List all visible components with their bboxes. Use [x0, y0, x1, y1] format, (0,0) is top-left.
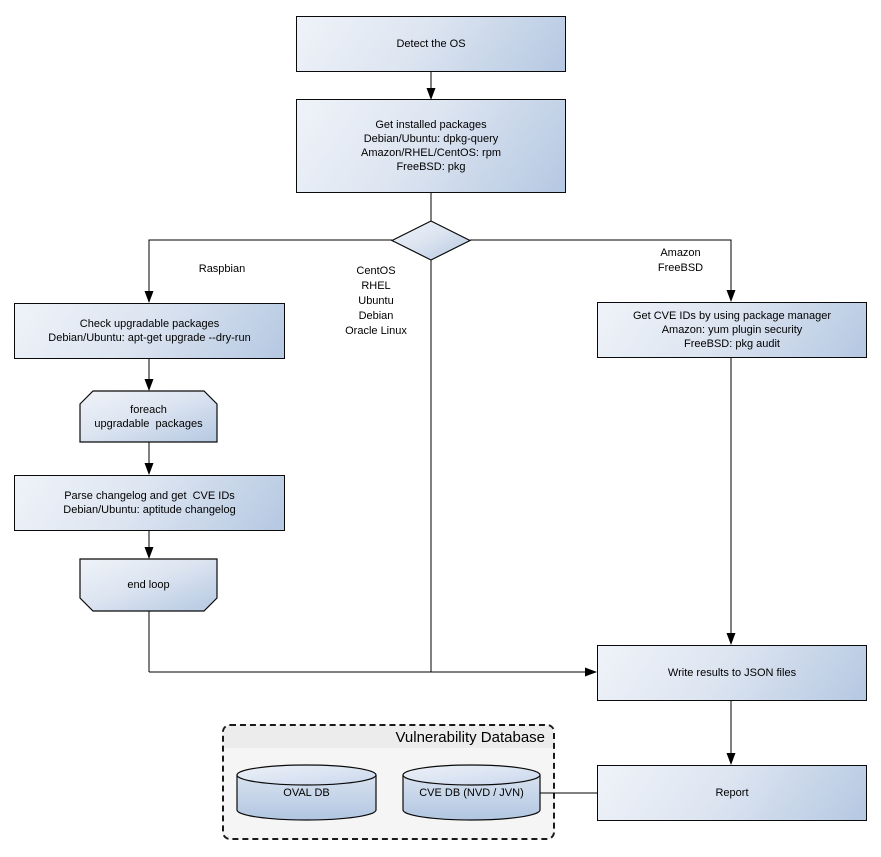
- node-parse-changelog: Parse changelog and get CVE IDs Debian/U…: [14, 475, 285, 531]
- oval-db-cylinder: [236, 764, 377, 821]
- vulnerability-database-title: Vulnerability Database: [224, 726, 553, 748]
- os-decision-diamond: [390, 220, 472, 261]
- node-check-upgradable-packages: Check upgradable packages Debian/Ubuntu:…: [14, 303, 285, 359]
- oval-db-label: OVAL DB: [283, 787, 330, 799]
- node-get-cve-ids: Get CVE IDs by using package manager Ama…: [597, 302, 867, 358]
- edge-decision-left: [144, 239, 392, 303]
- node-detect-os: Detect the OS: [296, 16, 566, 72]
- end-loop-label: end loop: [127, 579, 170, 591]
- cve-db-label: CVE DB (NVD / JVN): [419, 787, 524, 799]
- branch-label-raspbian: Raspbian: [198, 263, 246, 275]
- edge-decision-right: [470, 239, 736, 302]
- node-get-installed-packages: Get installed packages Debian/Ubuntu: dp…: [296, 99, 566, 193]
- node-report: Report: [597, 765, 867, 821]
- branch-label-amazon-freebsd: Amazon FreeBSD: [657, 247, 704, 274]
- end-loop-shape: [79, 558, 218, 612]
- branch-label-centos-rhel: CentOS RHEL Ubuntu Debian Oracle Linux: [345, 265, 407, 337]
- cve-db-cylinder: [402, 764, 541, 821]
- foreach-loop-label: foreach upgradable packages: [94, 403, 203, 430]
- foreach-loop-shape: [79, 390, 218, 443]
- node-write-results: Write results to JSON files: [597, 645, 867, 701]
